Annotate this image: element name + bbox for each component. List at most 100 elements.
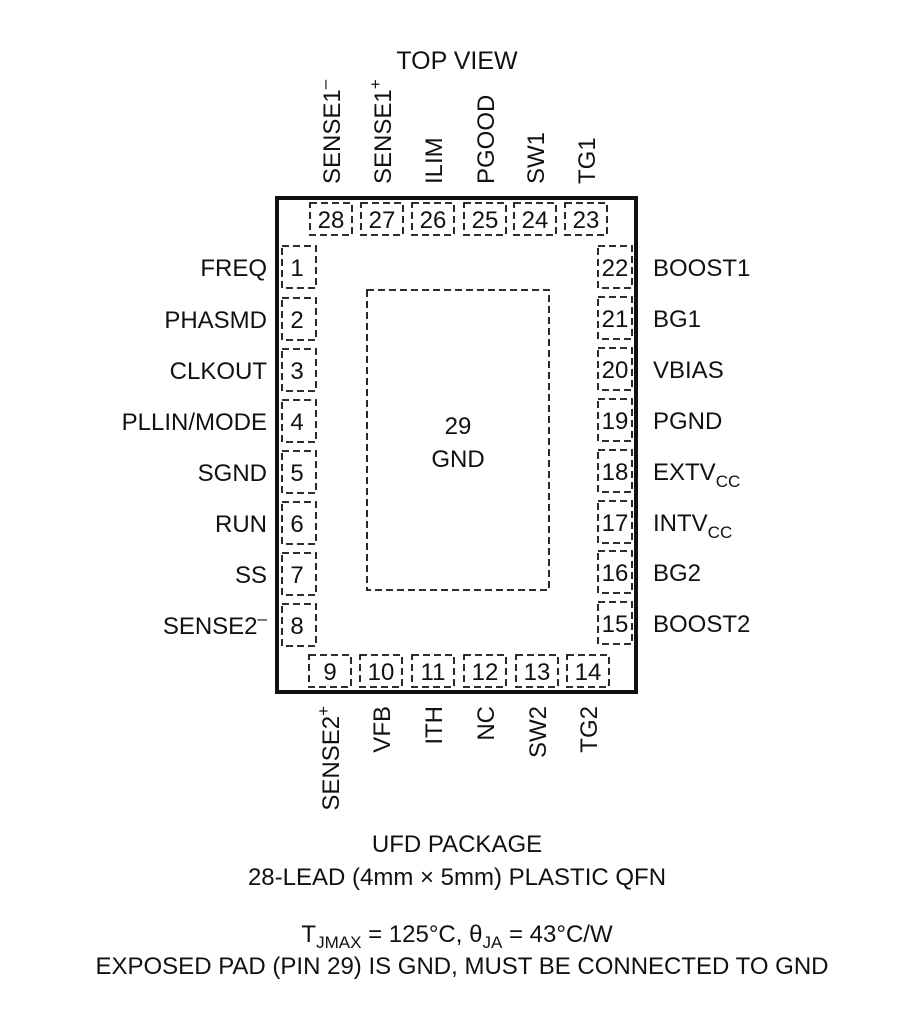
pin-number: 27 <box>369 207 396 234</box>
exposed-pad-number: 29 <box>445 413 472 440</box>
view-title: TOP VIEW <box>396 47 518 75</box>
pin-label: BOOST2 <box>653 611 750 638</box>
pin-number: 11 <box>421 659 446 686</box>
pin-name: SS <box>235 562 267 589</box>
pin-name: SGND <box>198 460 267 487</box>
pin-27: 27 SENSE1+ <box>360 79 404 236</box>
pin-number: 26 <box>420 207 447 234</box>
pin-name: BOOST2 <box>653 611 750 638</box>
pin-number: 20 <box>602 357 629 384</box>
pin-number: 2 <box>290 307 303 334</box>
tj-value: = 125°C, <box>361 921 469 948</box>
pin-name: NC <box>473 706 500 741</box>
pin-pad <box>597 449 633 493</box>
pin-name: INTV <box>653 510 708 537</box>
pin-name: TG2 <box>576 706 603 753</box>
exposed-pad-note: EXPOSED PAD (PIN 29) IS GND, MUST BE CON… <box>95 953 828 980</box>
pin-name: TG1 <box>574 137 601 184</box>
pin-label: SENSE1– <box>315 79 346 184</box>
pin-pad <box>281 297 317 341</box>
pin-number: 22 <box>602 255 629 282</box>
thermal-spec: TJMAX = 125°C, θJA = 43°C/W <box>301 921 613 952</box>
pin-8: 8 SENSE2– <box>163 603 317 647</box>
pin-label: FREQ <box>200 255 267 282</box>
pin-pad <box>281 501 317 545</box>
pin-name-superscript: + <box>366 79 385 89</box>
pin-label: SW2 <box>525 706 552 758</box>
pin-label: NC <box>473 706 500 741</box>
pin-pad <box>597 347 633 391</box>
pin-pad <box>281 603 317 647</box>
package-description: 28-LEAD (4mm × 5mm) PLASTIC QFN <box>248 864 666 891</box>
pin-pad <box>597 601 633 645</box>
pin-22: 22 BOOST1 <box>597 245 750 289</box>
pin-number: 18 <box>602 459 629 486</box>
pin-pad <box>281 450 317 494</box>
pin-number: 9 <box>323 659 336 686</box>
pin-1: 1 FREQ <box>200 245 317 289</box>
pin-name-subscript: CC <box>708 523 733 542</box>
pin-name: VFB <box>369 706 396 753</box>
exposed-pad-label: GND <box>431 446 484 473</box>
pin-label: RUN <box>215 511 267 538</box>
pin-name: BG2 <box>653 560 701 587</box>
tj-symbol: T <box>301 921 316 948</box>
pin-name: BOOST1 <box>653 255 750 282</box>
pin-name: RUN <box>215 511 267 538</box>
pin-pad <box>597 245 633 289</box>
pin-pad <box>411 654 455 688</box>
pin-label: ILIM <box>421 137 448 184</box>
pin-number: 17 <box>602 510 629 537</box>
pin-pad <box>359 654 403 688</box>
pin-name-superscript: – <box>315 79 334 89</box>
pin-number: 4 <box>290 409 303 436</box>
pin-label: PGOOD <box>473 95 500 184</box>
exposed-pad <box>366 289 550 591</box>
pin-label: INTVCC <box>653 510 732 542</box>
theta-subscript: JA <box>482 933 503 952</box>
pin-label: TG1 <box>574 137 601 184</box>
pin-number: 8 <box>290 613 303 640</box>
pin-number: 12 <box>472 659 499 686</box>
pin-number: 28 <box>318 207 345 234</box>
pin-pad <box>566 654 610 688</box>
pin-number: 1 <box>290 255 303 282</box>
pin-name: SENSE2 <box>318 716 345 811</box>
pin-26: 26 ILIM <box>411 137 455 236</box>
pin-name: SW2 <box>525 706 552 758</box>
pin-pad <box>281 245 317 289</box>
pin-pad <box>463 202 507 236</box>
pin-pad <box>308 654 352 688</box>
pin-number: 23 <box>573 207 600 234</box>
pin-pad <box>597 296 633 340</box>
pin-pad <box>597 398 633 442</box>
pin-label: SENSE2+ <box>314 706 345 811</box>
pin-label: PLLIN/MODE <box>122 409 267 436</box>
pin-label: CLKOUT <box>170 358 268 385</box>
pin-label: SENSE1+ <box>366 79 397 184</box>
pin-label: PGND <box>653 408 722 435</box>
pin-pad <box>411 202 455 236</box>
pin-pad <box>360 202 404 236</box>
pin-name: SW1 <box>523 132 550 184</box>
pin-pad <box>281 399 317 443</box>
pin-name: SENSE2 <box>163 613 258 640</box>
pin-name: SENSE1 <box>370 89 397 184</box>
pin-label: SW1 <box>523 132 550 184</box>
pin-name: EXTV <box>653 459 716 486</box>
pin-pad <box>513 202 557 236</box>
pin-label: VBIAS <box>653 357 724 384</box>
pin-number: 7 <box>290 562 303 589</box>
package-name: UFD PACKAGE <box>372 831 542 858</box>
theta-symbol: θ <box>469 921 482 948</box>
pin-label: SGND <box>198 460 267 487</box>
pin-name-superscript: – <box>258 609 268 628</box>
